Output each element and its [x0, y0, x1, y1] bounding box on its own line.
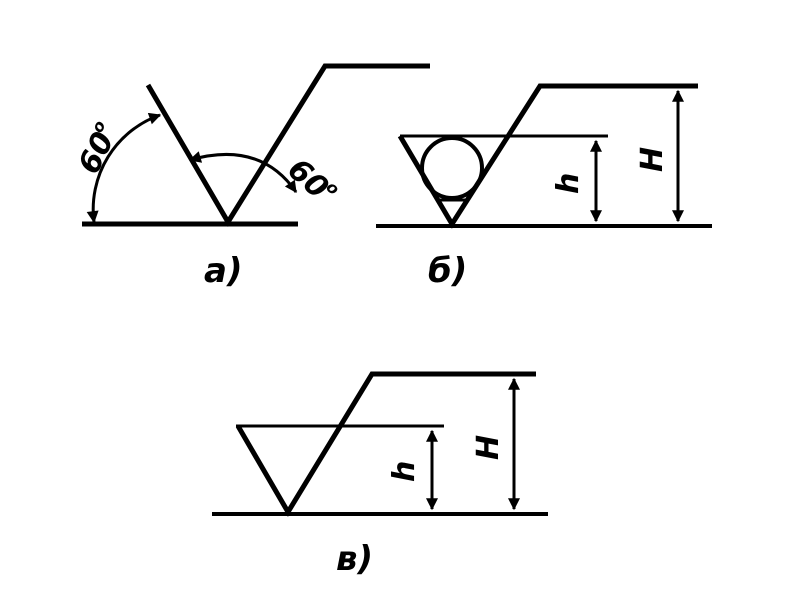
figure-a: 60 о 60 о а) [72, 63, 430, 291]
angle-arc-right [188, 151, 298, 193]
dim-label-h-b: h [551, 173, 586, 194]
v-profile-a [145, 63, 430, 227]
dim-label-H-c: H [471, 435, 506, 460]
caption-b: б) [428, 251, 467, 291]
dim-label-h-c: h [387, 461, 422, 482]
inscribed-circle [420, 136, 484, 200]
angle-label-right: 60 [281, 152, 335, 206]
caption-a: а) [204, 251, 242, 291]
angle-arc-left [86, 112, 162, 224]
v-profile-c [235, 371, 536, 517]
figure-c: h H в) [212, 371, 548, 579]
dim-label-H-b: H [635, 147, 670, 172]
angle-label-left: 60 [72, 127, 122, 180]
caption-c: в) [336, 539, 373, 579]
figure-b: h H б) [376, 83, 712, 291]
